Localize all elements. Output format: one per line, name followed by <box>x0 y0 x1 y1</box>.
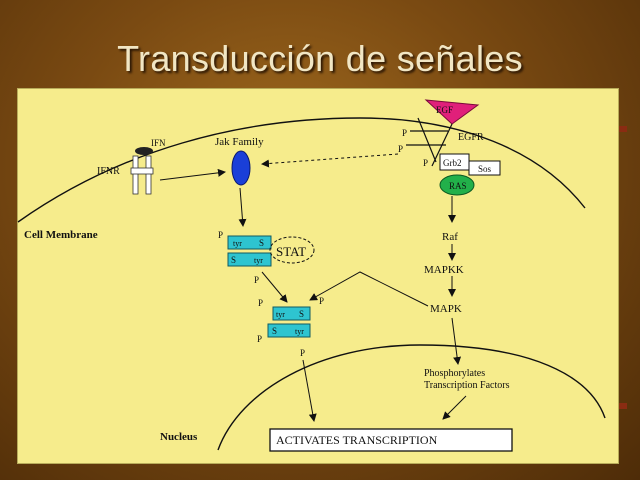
jak-family-label: Jak Family <box>215 136 264 148</box>
egf-shape <box>424 99 480 125</box>
arrow-mapk-stat <box>309 271 429 307</box>
ifn-label: IFN <box>151 138 166 148</box>
accent-bar <box>619 126 627 132</box>
p-label: P <box>218 230 223 240</box>
tyr-label: tyr <box>233 239 242 248</box>
jak-shape <box>231 150 251 186</box>
tyr-label: tyr <box>276 310 285 319</box>
sos-box <box>468 160 501 176</box>
arrow-ifnr-jak <box>159 168 226 181</box>
nucleus-label: Nucleus <box>160 431 198 443</box>
phospho-line2: Transcription Factors <box>424 380 510 391</box>
p-label: P <box>423 158 428 168</box>
s-label: S <box>259 238 264 248</box>
arrow-phospho-transcription <box>442 395 467 420</box>
mapk-label: MAPK <box>430 303 462 315</box>
arrow-jak-stat <box>238 187 247 227</box>
egf-label: EGF <box>436 105 453 115</box>
sos-label: Sos <box>478 164 492 174</box>
diagram-panel <box>17 88 619 464</box>
grb2-label: Grb2 <box>443 158 462 168</box>
ras-shape <box>439 174 475 196</box>
p-label: P <box>258 298 263 308</box>
p-label: P <box>319 296 324 306</box>
nucleus-curve <box>217 344 606 451</box>
tyr-label: tyr <box>295 327 304 336</box>
stat-monomer-pair <box>227 235 272 267</box>
raf-label: Raf <box>442 231 458 243</box>
accent-bar <box>619 403 627 409</box>
slide-title: Transducción de señales <box>117 38 523 79</box>
stat-label: STAT <box>276 244 306 259</box>
tyr-label: tyr <box>254 256 263 265</box>
cell-membrane-label: Cell Membrane <box>24 229 98 241</box>
activates-transcription-box <box>269 428 513 452</box>
ras-label: RAS <box>449 181 467 191</box>
arrow-stat-dimer <box>261 271 288 303</box>
mapkk-label: MAPKK <box>424 264 464 276</box>
stat-dashed-outline <box>269 236 315 264</box>
p-label: P <box>398 144 403 154</box>
ifnr-label: IFNR <box>97 166 120 177</box>
p-label: P <box>300 348 305 358</box>
s-label: S <box>299 309 304 319</box>
arrow-mapk-phospho <box>451 317 462 365</box>
p-label: P <box>254 275 259 285</box>
egfr-label: EGFR <box>458 132 484 143</box>
arrow-dimer-transcription <box>302 359 317 422</box>
ifnr-receptor <box>130 147 154 195</box>
p-label: P <box>402 128 407 138</box>
activates-transcription-label: ACTIVATES TRANSCRIPTION <box>276 433 438 447</box>
stat-dimer <box>267 306 311 338</box>
cell-membrane-curve <box>17 117 586 223</box>
arrow-egfr-jak-dashed <box>261 153 399 168</box>
phospho-line1: Phosphorylates <box>424 368 485 379</box>
egfr-receptor <box>406 117 453 167</box>
p-label: P <box>257 334 262 344</box>
s-label: S <box>272 326 277 336</box>
s-label: S <box>231 255 236 265</box>
